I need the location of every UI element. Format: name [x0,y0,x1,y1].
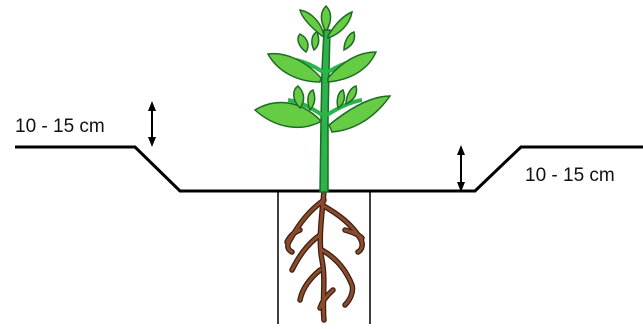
right-depth-label: 10 - 15 cm [525,166,615,185]
leaf-top-right [328,12,352,38]
seedling-icon [255,6,390,192]
leaf-bud-upper-right [344,32,355,50]
leaf-top-left [300,10,324,36]
leaf-top-center [321,6,330,30]
left-depth-label: 10 - 15 cm [15,117,105,136]
plant-stem [320,30,330,192]
leaf-bud-upper-left [298,34,308,52]
leaf-bud-lower-left-2 [308,90,315,110]
leaf-bud-upper-left-2 [312,32,319,50]
root-system [287,191,362,320]
